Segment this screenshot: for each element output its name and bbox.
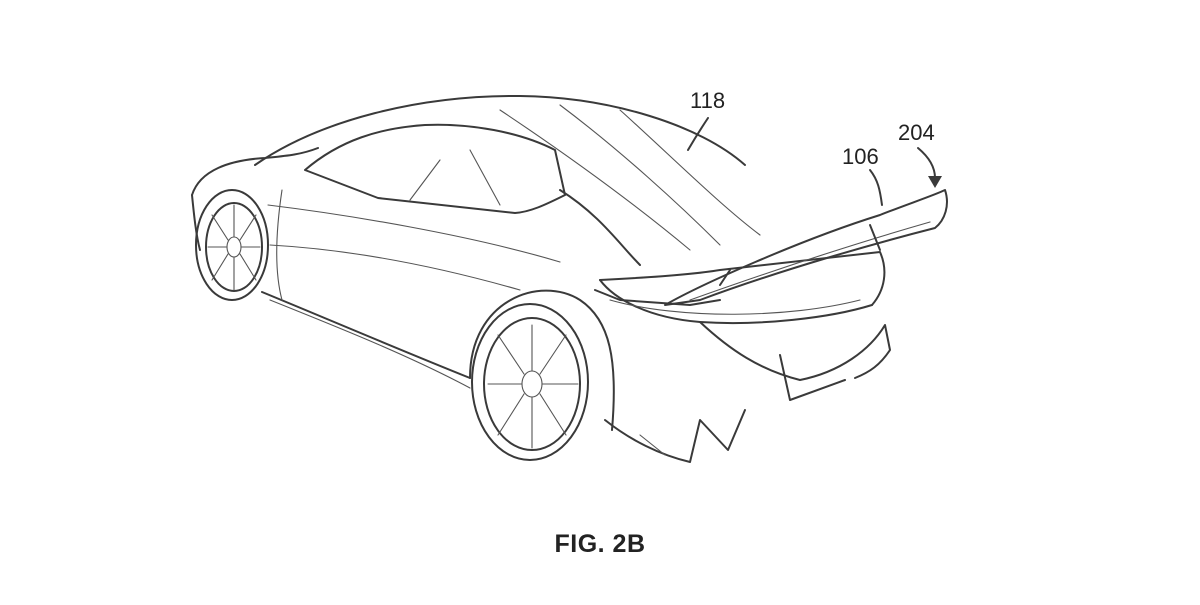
car-body (191, 94, 891, 463)
rear-spoiler (664, 189, 948, 306)
front-wheel (195, 189, 269, 301)
rear-wheel (471, 303, 589, 461)
leader-spoiler (869, 169, 883, 206)
label-spoiler-assembly: 204 (898, 120, 935, 145)
reference-leaders (687, 117, 942, 206)
leader-roof (687, 117, 709, 151)
figure-caption: FIG. 2B (554, 530, 646, 558)
label-roof: 118 (690, 88, 725, 113)
leader-spoiler-assembly (917, 147, 936, 179)
label-spoiler: 106 (842, 144, 879, 169)
arrowhead-icon (928, 176, 942, 188)
